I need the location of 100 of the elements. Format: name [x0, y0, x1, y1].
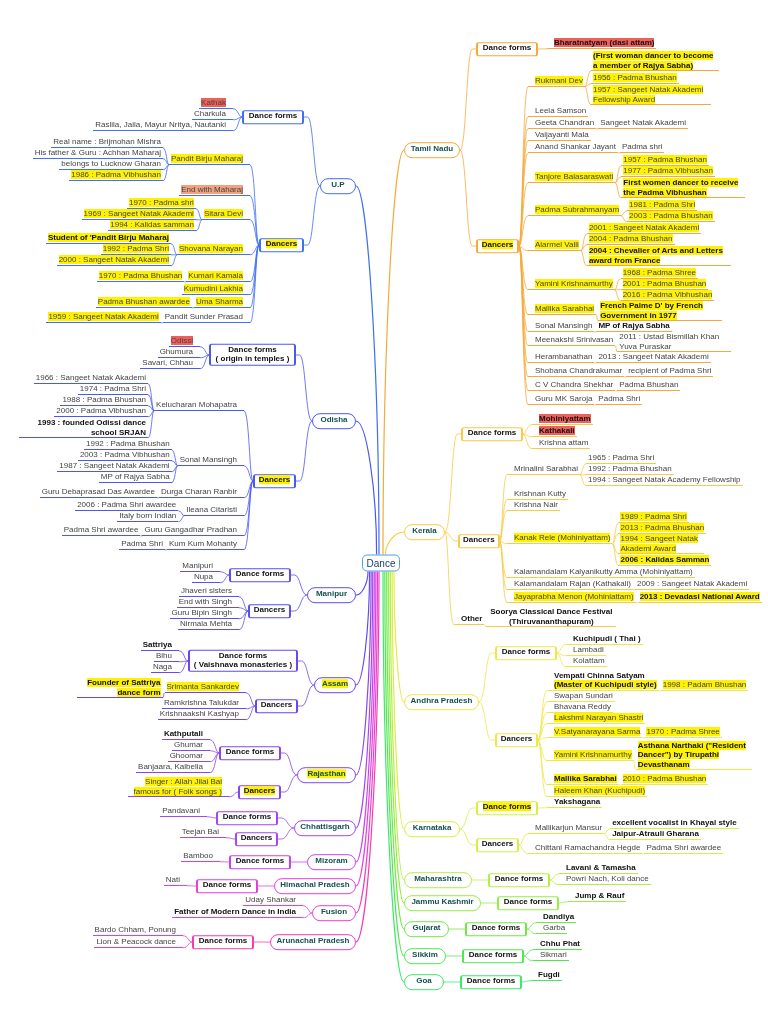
- state-topic: Kerala: [404, 524, 445, 540]
- subtopic-label: Krishnan Kutty: [507, 490, 569, 501]
- connector-line: [612, 533, 619, 545]
- connector-line: [444, 531, 459, 542]
- connector-line: [614, 176, 622, 184]
- connector-line: [209, 750, 220, 754]
- state-topic: Manipur: [307, 587, 356, 603]
- connector-line: [147, 410, 155, 439]
- connector-line: [459, 48, 477, 151]
- subtopic-label: Durga Charan Ranbir: [158, 488, 244, 499]
- subtopic-label: 1974 : Padma Shri: [77, 385, 149, 396]
- subtopic-label: Mrinalini Sarabhai: [507, 465, 581, 476]
- subtopic-label: 1956 : Padma Bhushan: [591, 74, 679, 85]
- connector-line: [518, 182, 529, 247]
- category-tab: Dance forms: [497, 896, 559, 910]
- connector-line: [618, 784, 622, 786]
- subtopic-label: Sattriya: [140, 641, 179, 652]
- subtopic-label: Padma shri: [619, 143, 665, 154]
- subtopic-label: Sonal Mansingh: [177, 456, 244, 467]
- subtopic-label: Guru MK Saroja: [528, 395, 595, 406]
- subtopic-label: Savari, Chhau: [140, 359, 200, 370]
- subtopic-label: Father of Modern Dance in India: [172, 908, 303, 919]
- subtopic-label: Kathputali: [161, 730, 210, 741]
- category-tab: Dancers: [238, 785, 281, 799]
- subtopic-label: 1987 : Sangeet Natak Akademi: [57, 462, 172, 473]
- connector-line: [232, 116, 243, 121]
- connector-line: [620, 210, 628, 217]
- subtopic-label: Nati: [163, 876, 187, 887]
- subtopic-label: excellent vocalist in Khayal style: [610, 819, 739, 830]
- connector-line: [290, 861, 308, 863]
- connector-line: [177, 510, 185, 517]
- connector-line: [206, 816, 217, 819]
- connector-line: [580, 233, 588, 252]
- connector-line: [355, 420, 378, 556]
- connector-line: [209, 752, 220, 774]
- connector-line: [445, 955, 463, 957]
- connector-line: [195, 208, 203, 221]
- subtopic-label: Raslila, Jaila, Mayur Nritya, Nautanki: [93, 121, 233, 132]
- connector-line: [580, 250, 588, 267]
- connector-line: [355, 570, 374, 829]
- subtopic-label: Ghoomar: [167, 752, 210, 763]
- subtopic-label: 1992 : Padma Bhushan: [586, 465, 674, 476]
- connector-line: [518, 245, 529, 252]
- connector-line: [238, 610, 249, 631]
- connector-line: [614, 390, 618, 392]
- connector-line: [170, 243, 178, 256]
- subtopic-label: Bamboo: [181, 852, 220, 863]
- connector-line: [537, 690, 548, 741]
- subtopic-label: 1994 : Kalidas samman: [108, 221, 196, 232]
- connector-line: [243, 410, 254, 482]
- connector-line: [499, 540, 508, 545]
- connector-line: [199, 346, 210, 356]
- connector-line: [238, 607, 249, 612]
- connector-line: [521, 980, 532, 983]
- connector-line: [171, 449, 179, 467]
- connector-line: [195, 219, 203, 232]
- state-topic: Maharashtra: [404, 872, 472, 888]
- subtopic-label: 2006 : Padma Shri awardee: [75, 501, 179, 512]
- subtopic-label: Kalamandalam Kalyanikutty Amma (Mohiniyattam): [507, 568, 695, 579]
- connector-line: [523, 949, 534, 957]
- connector-line: [459, 149, 477, 247]
- connector-line: [228, 791, 239, 798]
- subtopic-label: Sikmari: [533, 951, 569, 962]
- category-tab: Dance forms: [242, 110, 304, 124]
- subtopic-label: 2003 : Padma Bhushan: [627, 212, 715, 223]
- subtopic-label: Leela Samson: [528, 107, 589, 118]
- subtopic-label: Jaipur-Atrauli Gharana: [610, 830, 701, 841]
- connector-line: [297, 660, 315, 686]
- category-tab: Dance forms: [216, 811, 278, 825]
- category-tab: Dancers: [235, 832, 278, 846]
- subtopic-label: Sangeet Natak Akademi: [598, 119, 688, 130]
- subtopic-label: 1970 : Padma Bhushan: [96, 272, 185, 283]
- connector-line: [478, 652, 496, 703]
- subtopic-label: Krishnaakshi Kashyap: [157, 710, 246, 721]
- subtopic-label: 1959 : Sangeet Natak Akademi: [46, 313, 161, 324]
- subtopic-label: Kuchipudi ( Thai ): [566, 635, 643, 646]
- subtopic-label: Yakshagana: [547, 798, 603, 809]
- connector-line: [171, 460, 179, 467]
- subtopic-label: 2001 : Sangeet Natak Akademi: [586, 224, 702, 235]
- subtopic-label: Pandavani: [160, 807, 207, 818]
- state-topic: Assam: [314, 677, 356, 693]
- state-topic: Karnataka: [404, 821, 460, 837]
- state-topic: Tamil Nadu: [404, 142, 460, 158]
- subtopic-label: Real name : Brijmohan Mishra: [51, 138, 163, 149]
- connector-line: [483, 624, 487, 628]
- connector-line: [182, 935, 193, 943]
- subtopic-label: Guru Gangadhar Pradhan: [142, 526, 244, 537]
- connector-line: [522, 433, 533, 450]
- state-topic: Odisha: [312, 413, 356, 429]
- connector-line: [658, 690, 662, 692]
- connector-line: [549, 879, 560, 886]
- connector-line: [147, 410, 155, 418]
- subtopic-label: 2009 : Sangeet Natak Akademi: [634, 580, 750, 591]
- connector-line: [549, 873, 560, 881]
- connector-line: [614, 278, 622, 291]
- state-topic: Rajasthan: [297, 767, 356, 783]
- connector-line: [160, 322, 164, 324]
- state-topic: Arunachal Pradesh: [270, 934, 356, 950]
- subtopic-label: Guru Debaprasad Das Awardee: [39, 488, 157, 499]
- connector-line: [518, 215, 529, 247]
